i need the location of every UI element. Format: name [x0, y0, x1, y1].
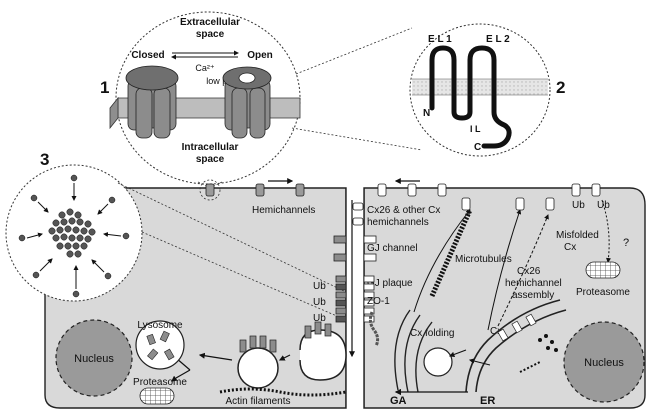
microtubules — [429, 208, 473, 298]
ub-label-2: Ub — [313, 297, 326, 308]
gj-plaque — [335, 275, 375, 323]
endoplasmic-reticulum — [465, 299, 561, 393]
nucleus-right-label: Nucleus — [584, 357, 624, 369]
misfolded-label-1: Misfolded — [556, 230, 599, 241]
cx-folding-label: Cx folding — [410, 328, 454, 339]
intracellular-label-2: space — [196, 154, 225, 165]
intracellular-label-1: Intracellular — [182, 142, 239, 153]
hemichannels-label: Hemichannels — [252, 205, 315, 216]
el2-label: E L 2 — [486, 34, 510, 45]
el1-label: E L 1 — [428, 34, 452, 45]
er-label: ER — [480, 395, 495, 407]
extracellular-label-2: space — [196, 29, 225, 40]
gj-plaque-label: GJ plaque — [367, 278, 413, 289]
connexin-topology-chain — [429, 45, 512, 149]
n-terminus-label: N — [423, 108, 430, 119]
lysosome-label: Lysosome — [137, 320, 183, 331]
gj-channel — [333, 235, 377, 262]
panel-3-number: 3 — [40, 150, 49, 169]
ub-top-label-1: Ub — [572, 200, 585, 211]
cx26-hemichannels-label-2: hemichannels — [367, 217, 429, 228]
nucleus-left-label: Nucleus — [74, 353, 114, 365]
actin-label: Actin filaments — [225, 396, 290, 407]
actin-filaments — [219, 387, 347, 397]
zo1-chain — [368, 311, 380, 347]
ub-label-1: Ub — [313, 281, 326, 292]
left-nucleus — [55, 319, 133, 397]
assembly-label-3: assembly — [512, 290, 554, 301]
panel-1-number: 1 — [100, 78, 109, 97]
membrane-hemichannels-right — [352, 183, 601, 226]
proteasome-right-label: Proteasome — [576, 287, 630, 298]
golgi-apparatus — [394, 309, 433, 393]
assembly-label-2: hemichannel — [505, 278, 562, 289]
gj-channel-label: GJ channel — [367, 243, 418, 254]
membrane-hemichannels-left — [205, 183, 305, 197]
proteasome-left — [139, 387, 175, 405]
c-terminus-label: C — [474, 142, 481, 153]
ub-top-label-2: Ub — [597, 200, 610, 211]
cx26-hemichannels-label-1: Cx26 & other Cx — [367, 205, 440, 216]
proteasome-cluster — [18, 174, 130, 298]
transport-vesicle — [423, 347, 453, 377]
calcium-label: Ca²⁺ — [195, 63, 215, 73]
closed-label: Closed — [131, 50, 164, 61]
right-nucleus — [563, 321, 645, 403]
panel-2-number: 2 — [556, 78, 565, 97]
proteasome-right — [585, 261, 621, 279]
internalized-vesicle — [237, 347, 279, 389]
extracellular-label-1: Extracellular — [180, 17, 240, 28]
misfolded-label-2: Cx — [564, 242, 576, 253]
zo1-label: ZO-1 — [367, 296, 390, 307]
ga-label: GA — [390, 395, 407, 407]
il-label: I L — [470, 124, 481, 134]
proteasome-left-label: Proteasome — [133, 377, 187, 388]
open-label: Open — [247, 50, 273, 61]
proteasome-zoom-circle — [5, 164, 143, 302]
cx-label: Cx — [490, 326, 502, 337]
low-ph-label: low pH — [206, 76, 234, 86]
question-mark: ? — [623, 237, 629, 249]
open-hemichannel — [222, 66, 272, 139]
assembly-label-1: Cx26 — [517, 266, 541, 277]
ub-label-3: Ub — [313, 313, 326, 324]
closed-hemichannel — [125, 65, 179, 139]
microtubules-label: Microtubules — [455, 254, 512, 265]
